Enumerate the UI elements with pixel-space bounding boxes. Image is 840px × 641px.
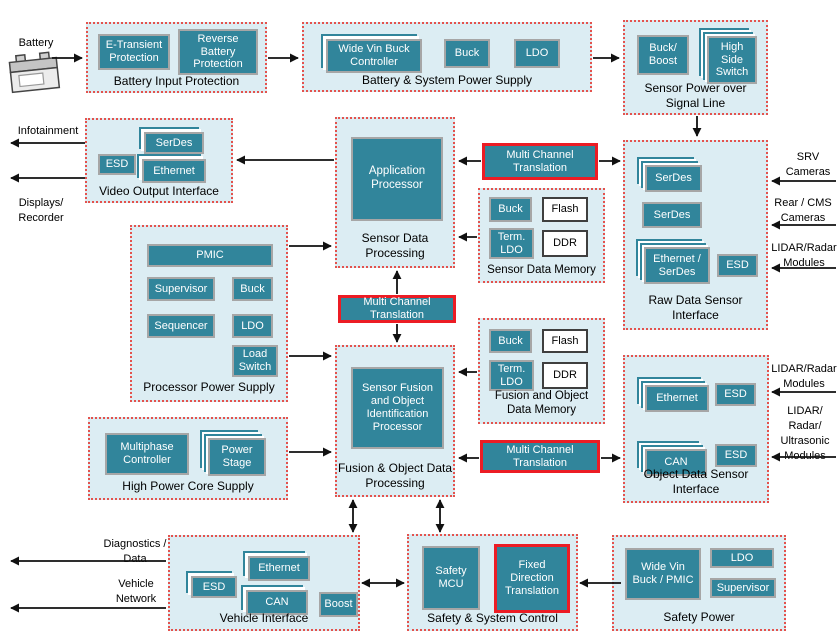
group-sensor-data-memory: Buck Flash Term. LDO DDR Sensor Data Mem…: [478, 188, 605, 283]
block-ldo[interactable]: LDO: [232, 314, 273, 338]
block-ethernet[interactable]: Ethernet: [142, 159, 206, 183]
block-buck[interactable]: Buck: [444, 39, 490, 68]
block-esd[interactable]: ESD: [191, 576, 237, 598]
block-load-switch[interactable]: Load Switch: [232, 345, 278, 377]
label-rear-cms-cameras: Rear / CMS Cameras: [774, 197, 832, 224]
label-lidar-radar-modules-mid: LIDAR/Radar Modules: [771, 363, 837, 390]
block-sequencer[interactable]: Sequencer: [147, 314, 215, 338]
block-ddr: DDR: [542, 362, 588, 389]
group-safety-system-control: Safety MCU Fixed Direction Translation S…: [407, 534, 578, 631]
group-label: Fusion & Object Data Processing: [337, 461, 453, 490]
block-application-processor[interactable]: Application Processor: [351, 137, 443, 221]
block-ddr: DDR: [542, 230, 588, 257]
block-ldo[interactable]: LDO: [710, 548, 774, 568]
block-pmic[interactable]: PMIC: [147, 244, 273, 267]
block-boost[interactable]: Boost: [319, 592, 358, 617]
block-esd[interactable]: ESD: [98, 154, 136, 175]
block-multi-channel-translation-1[interactable]: Multi Channel Translation: [482, 143, 598, 180]
group-safety-power: Wide Vin Buck / PMIC LDO Supervisor Safe…: [612, 535, 786, 631]
group-battery-input-protection: E-Transient Protection Reverse Battery P…: [86, 22, 267, 93]
block-can[interactable]: CAN: [246, 590, 308, 615]
block-multiphase-controller[interactable]: Multiphase Controller: [105, 433, 189, 475]
block-term-ldo[interactable]: Term. LDO: [489, 360, 534, 391]
group-label: High Power Core Supply: [122, 478, 254, 493]
group-label: Fusion and Object Data Memory: [494, 390, 589, 417]
block-buck[interactable]: Buck: [489, 329, 532, 353]
label-infotainment: Infotainment: [17, 125, 79, 137]
group-label: Sensor Data Processing: [361, 231, 429, 260]
group-fusion-object-data-processing: Sensor Fusion and Object Identification …: [335, 345, 455, 497]
block-multi-channel-translation-3[interactable]: Multi Channel Translation: [480, 440, 600, 473]
group-object-data-sensor-interface: Ethernet ESD CAN ESD Object Data Sensor …: [623, 355, 769, 503]
group-label: Safety Power: [663, 609, 735, 624]
label-lidar-radar-ultrasonic-modules: LIDAR/ Radar/ Ultrasonic Modules: [780, 405, 830, 462]
block-safety-mcu[interactable]: Safety MCU: [422, 546, 480, 610]
group-processor-power-supply: PMIC Supervisor Buck Sequencer LDO Load …: [130, 225, 288, 402]
group-high-power-core-supply: Multiphase Controller Power Stage High P…: [88, 417, 288, 500]
block-buck[interactable]: Buck: [489, 197, 532, 222]
block-esd-2[interactable]: ESD: [715, 444, 757, 467]
label-vehicle-network: Vehicle Network: [115, 578, 157, 605]
block-wide-vin-buck-pmic[interactable]: Wide Vin Buck / PMIC: [625, 548, 701, 600]
block-sensor-fusion-processor[interactable]: Sensor Fusion and Object Identification …: [351, 367, 444, 449]
group-battery-system-power-supply: Wide Vin Buck Controller Buck LDO Batter…: [302, 22, 592, 92]
block-e-transient-protection[interactable]: E-Transient Protection: [98, 34, 170, 70]
group-sensor-power-over-signal-line: Buck/ Boost High Side Switch Sensor Powe…: [623, 20, 768, 115]
group-label: Sensor Power over Signal Line: [644, 81, 747, 110]
group-vehicle-interface: ESD Ethernet CAN Boost Vehicle Interface: [168, 535, 360, 631]
block-buck[interactable]: Buck: [232, 277, 273, 301]
battery-icon: [8, 51, 61, 94]
group-raw-data-sensor-interface: SerDes SerDes Ethernet / SerDes ESD Raw …: [623, 140, 768, 330]
group-sensor-data-processing: Application Processor Sensor Data Proces…: [335, 117, 455, 268]
block-ethernet[interactable]: Ethernet: [645, 385, 709, 412]
label-srv-cameras: SRV Cameras: [785, 151, 831, 178]
block-fixed-direction-translation[interactable]: Fixed Direction Translation: [494, 544, 570, 613]
block-multi-channel-translation-2[interactable]: Multi Channel Translation: [338, 295, 456, 323]
block-serdes[interactable]: SerDes: [144, 132, 204, 154]
block-flash: Flash: [542, 197, 588, 222]
group-label: Processor Power Supply: [143, 379, 275, 394]
label-diagnostics-data: Diagnostics / Data: [103, 538, 167, 565]
group-label: Battery Input Protection: [113, 73, 240, 88]
block-esd-1[interactable]: ESD: [715, 383, 756, 406]
block-flash: Flash: [542, 329, 588, 353]
block-ethernet[interactable]: Ethernet: [248, 556, 310, 581]
block-serdes-2[interactable]: SerDes: [642, 202, 702, 228]
group-fusion-object-data-memory: Buck Flash Term. LDO DDR Fusion and Obje…: [478, 318, 605, 424]
block-ldo[interactable]: LDO: [514, 39, 560, 68]
group-label: Video Output Interface: [99, 183, 219, 198]
block-power-stage[interactable]: Power Stage: [208, 438, 266, 476]
group-video-output-interface: SerDes ESD Ethernet Video Output Interfa…: [85, 118, 233, 203]
label-displays-recorder: Displays/ Recorder: [18, 197, 64, 224]
block-serdes-1[interactable]: SerDes: [645, 165, 702, 192]
block-supervisor[interactable]: Supervisor: [710, 578, 776, 598]
block-reverse-battery-protection[interactable]: Reverse Battery Protection: [178, 29, 258, 75]
group-label: Safety & System Control: [427, 610, 558, 625]
battery-label: Battery: [18, 37, 54, 49]
block-wide-vin-buck-controller[interactable]: Wide Vin Buck Controller: [326, 39, 422, 73]
block-supervisor[interactable]: Supervisor: [147, 277, 215, 301]
block-buck-boost[interactable]: Buck/ Boost: [637, 35, 689, 75]
block-can[interactable]: CAN: [645, 449, 707, 476]
group-label: Vehicle Interface: [219, 610, 309, 625]
group-label: Raw Data Sensor Interface: [648, 293, 743, 322]
block-term-ldo[interactable]: Term. LDO: [489, 228, 534, 259]
block-high-side-switch[interactable]: High Side Switch: [707, 36, 757, 84]
block-esd[interactable]: ESD: [717, 254, 758, 277]
label-lidar-radar-modules-top: LIDAR/Radar Modules: [771, 242, 837, 269]
group-label: Object Data Sensor Interface: [643, 467, 749, 496]
group-label: Sensor Data Memory: [487, 264, 596, 277]
block-ethernet-serdes[interactable]: Ethernet / SerDes: [644, 247, 710, 284]
group-label: Battery & System Power Supply: [361, 72, 533, 87]
